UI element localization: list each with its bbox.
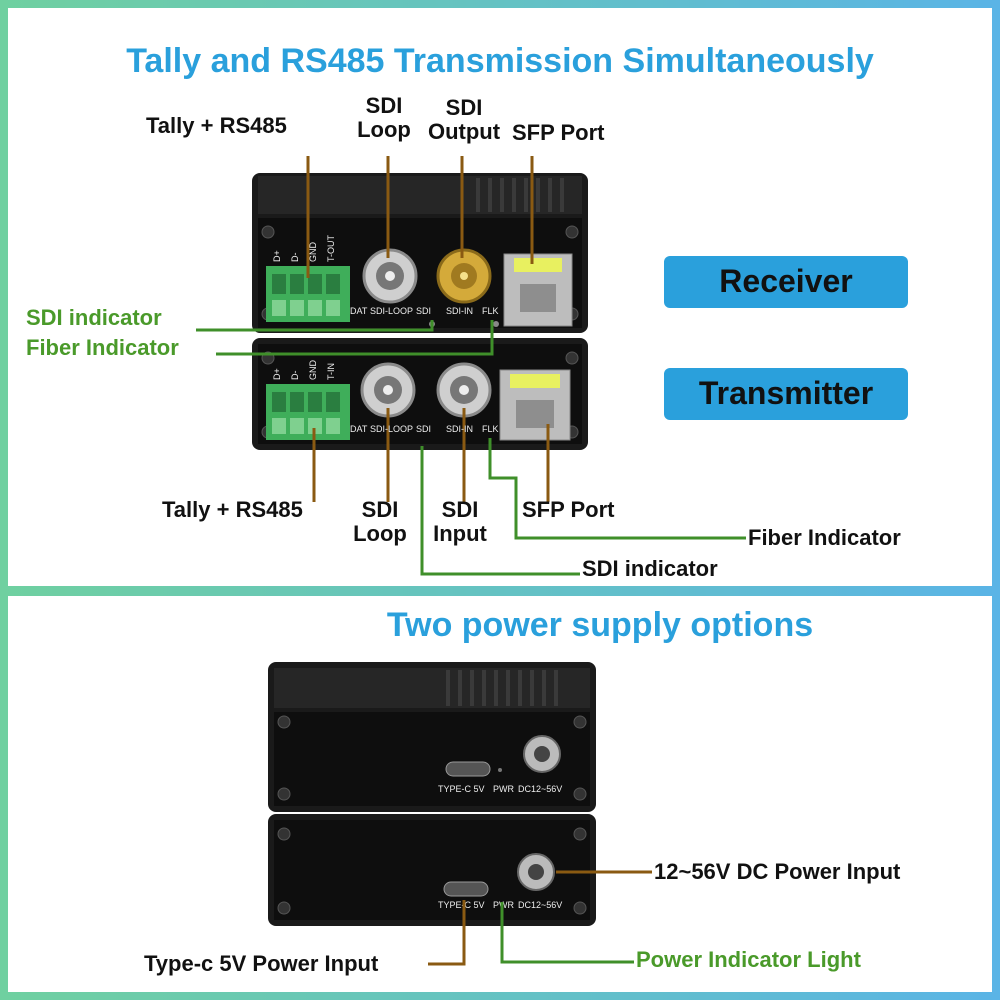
transmitter-badge: Transmitter bbox=[664, 368, 908, 420]
leader-lines-receiver bbox=[306, 156, 534, 278]
tx-sdi-input-line1: SDI bbox=[441, 497, 479, 522]
upper-unit-power-side: TYPE-C 5V PWR DC12~56V bbox=[268, 662, 596, 812]
transmitter-unit bbox=[252, 338, 588, 450]
leader-lines-transmitter bbox=[312, 408, 550, 502]
lower-typec-text: TYPE-C 5V bbox=[438, 900, 485, 910]
rx-terminal-text: D- bbox=[290, 253, 300, 263]
receiver-unit bbox=[252, 173, 588, 333]
rx-sdi-output-line2: Output bbox=[427, 119, 501, 144]
top-panel: Tally and RS485 Transmission Simultaneou… bbox=[8, 8, 992, 586]
upper-dc-text: DC12~56V bbox=[518, 784, 562, 794]
rx-port-text: DAT bbox=[350, 306, 368, 316]
pwr-indicator-leader bbox=[500, 902, 634, 964]
rx-terminal-text: T-OUT bbox=[326, 235, 336, 262]
rx-sdi-loop-label: SDI Loop bbox=[344, 94, 424, 142]
lower-pwr-text: PWR bbox=[493, 900, 514, 910]
rx-sdi-loop-line2: Loop bbox=[357, 117, 411, 142]
tx-sdi-loop-line1: SDI bbox=[361, 497, 399, 522]
tx-terminal-text: D- bbox=[290, 371, 300, 381]
tx-sdi-indicator-label: SDI indicator bbox=[582, 556, 718, 581]
bottom-panel: Two power supply options bbox=[8, 596, 992, 992]
rx-sdi-loop-line1: SDI bbox=[365, 93, 403, 118]
tx-terminal-text: D+ bbox=[272, 368, 282, 380]
rx-port-text: FLK bbox=[482, 306, 499, 316]
lower-dc-text: DC12~56V bbox=[518, 900, 562, 910]
tx-sfp-label: SFP Port bbox=[522, 497, 615, 522]
receiver-badge: Receiver bbox=[664, 256, 908, 308]
tx-terminal-text: GND bbox=[308, 360, 318, 381]
sdi-indicator-label: SDI indicator bbox=[26, 305, 162, 330]
rx-tally-label: Tally + RS485 bbox=[146, 113, 287, 138]
bottom-title: Two power supply options bbox=[386, 606, 814, 644]
power-side-illustration: TYPE-C 5V PWR DC12~56V TYPE-C 5V PWR DC1… bbox=[268, 662, 652, 966]
upper-typec-text: TYPE-C 5V bbox=[438, 784, 485, 794]
rx-sfp-label: SFP Port bbox=[512, 120, 605, 145]
rx-sdi-output-line1: SDI bbox=[445, 95, 483, 120]
tx-port-text: SDI-LOOP bbox=[370, 424, 413, 434]
fiber-indicator-label: Fiber Indicator bbox=[26, 335, 179, 360]
device-stack-illustration: D+D-GNDT-OUTD+D-GNDT-INDATSDI-LOOPSDISDI… bbox=[196, 156, 746, 576]
tx-port-text: SDI-IN bbox=[446, 424, 473, 434]
tx-sdi-loop-line2: Loop bbox=[353, 521, 407, 546]
tx-port-text: SDI bbox=[416, 424, 431, 434]
rx-port-text: SDI bbox=[416, 306, 431, 316]
tx-sdi-input-label: SDI Input bbox=[418, 498, 502, 546]
rx-terminal-text: D+ bbox=[272, 250, 282, 262]
leader-lines-indicators bbox=[196, 320, 494, 356]
dc-power-label: 12~56V DC Power Input bbox=[654, 859, 901, 884]
tx-sdi-loop-label: SDI Loop bbox=[340, 498, 420, 546]
leader-lines-tx-indicators bbox=[420, 438, 746, 576]
tx-fiber-indicator-label: Fiber Indicator bbox=[748, 525, 901, 550]
typec-power-label: Type-c 5V Power Input bbox=[144, 951, 379, 976]
power-leader-lines bbox=[428, 870, 652, 966]
rx-sdi-output-label: SDI Output bbox=[412, 96, 516, 144]
tx-tally-label: Tally + RS485 bbox=[162, 497, 303, 522]
rx-terminal-text: GND bbox=[308, 242, 318, 263]
tx-sdi-input-line2: Input bbox=[433, 521, 487, 546]
tx-port-text: DAT bbox=[350, 424, 368, 434]
power-indicator-label: Power Indicator Light bbox=[636, 947, 861, 972]
tx-port-text: FLK bbox=[482, 424, 499, 434]
rx-port-text: SDI-LOOP bbox=[370, 306, 413, 316]
upper-pwr-text: PWR bbox=[493, 784, 514, 794]
lower-unit-power-side: TYPE-C 5V PWR DC12~56V bbox=[268, 814, 596, 926]
tx-terminal-text: T-IN bbox=[326, 363, 336, 380]
top-title: Tally and RS485 Transmission Simultaneou… bbox=[126, 42, 874, 80]
rx-port-text: SDI-IN bbox=[446, 306, 473, 316]
